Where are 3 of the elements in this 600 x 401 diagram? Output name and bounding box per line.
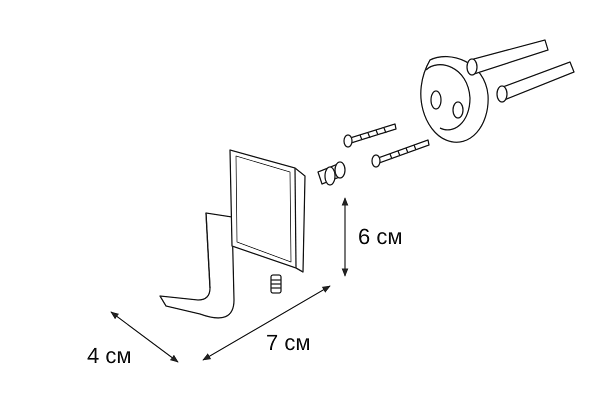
dimension-label: 4 см <box>87 345 132 367</box>
dimension-label: 7 см <box>266 332 310 354</box>
dimension-label: 6 см <box>358 226 402 248</box>
